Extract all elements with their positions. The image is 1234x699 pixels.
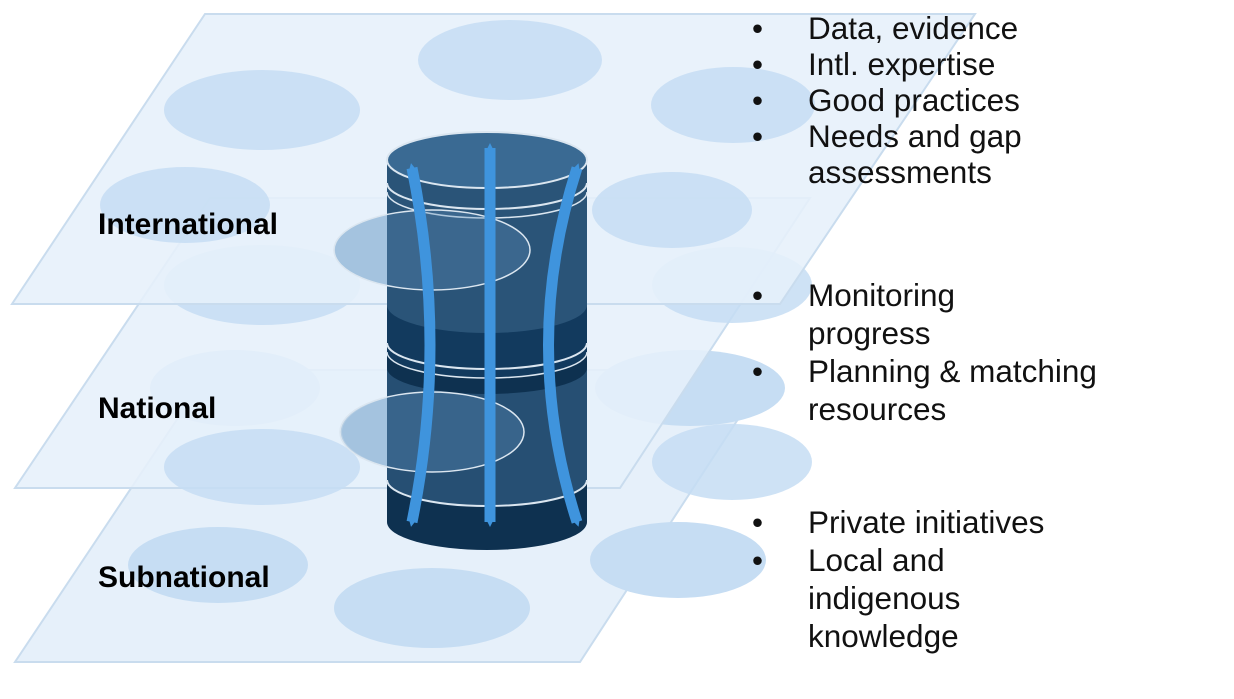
bullet-list-bottom: Private initiatives Local and indigenous… (752, 503, 1044, 655)
plane-ellipse (418, 20, 602, 100)
plane-ellipse (128, 527, 308, 603)
arrow-left (406, 163, 436, 527)
label-national: National (98, 392, 217, 425)
arrow-right (543, 163, 583, 527)
plane-ellipse (164, 70, 360, 150)
plane-ellipse (652, 424, 812, 500)
label-subnational: Subnational (98, 561, 270, 594)
plane-ellipse (334, 568, 530, 648)
bullet-item: Intl. expertise (752, 46, 1108, 82)
bullet-item: Good practices (752, 82, 1108, 118)
plane-ellipse (590, 522, 766, 598)
bullet-item: Data, evidence (752, 10, 1108, 46)
bullet-item: Monitoring progress (752, 276, 1058, 352)
label-international: International (98, 208, 279, 241)
plane-ellipse (100, 167, 270, 243)
bullet-list-middle: Monitoring progress Planning & matching … (752, 276, 1228, 428)
plane-ellipse (592, 172, 752, 248)
plane-ellipse (164, 429, 360, 505)
exchange-arrows (406, 143, 583, 527)
bullet-item: Needs and gap assessments (752, 118, 1108, 190)
bullet-item: Local and indigenous knowledge (752, 541, 1038, 655)
bullet-item: Private initiatives (752, 503, 1044, 541)
bullet-item: Planning & matching resources (752, 352, 1228, 428)
bullet-list-top: Data, evidence Intl. expertise Good prac… (752, 10, 1108, 190)
